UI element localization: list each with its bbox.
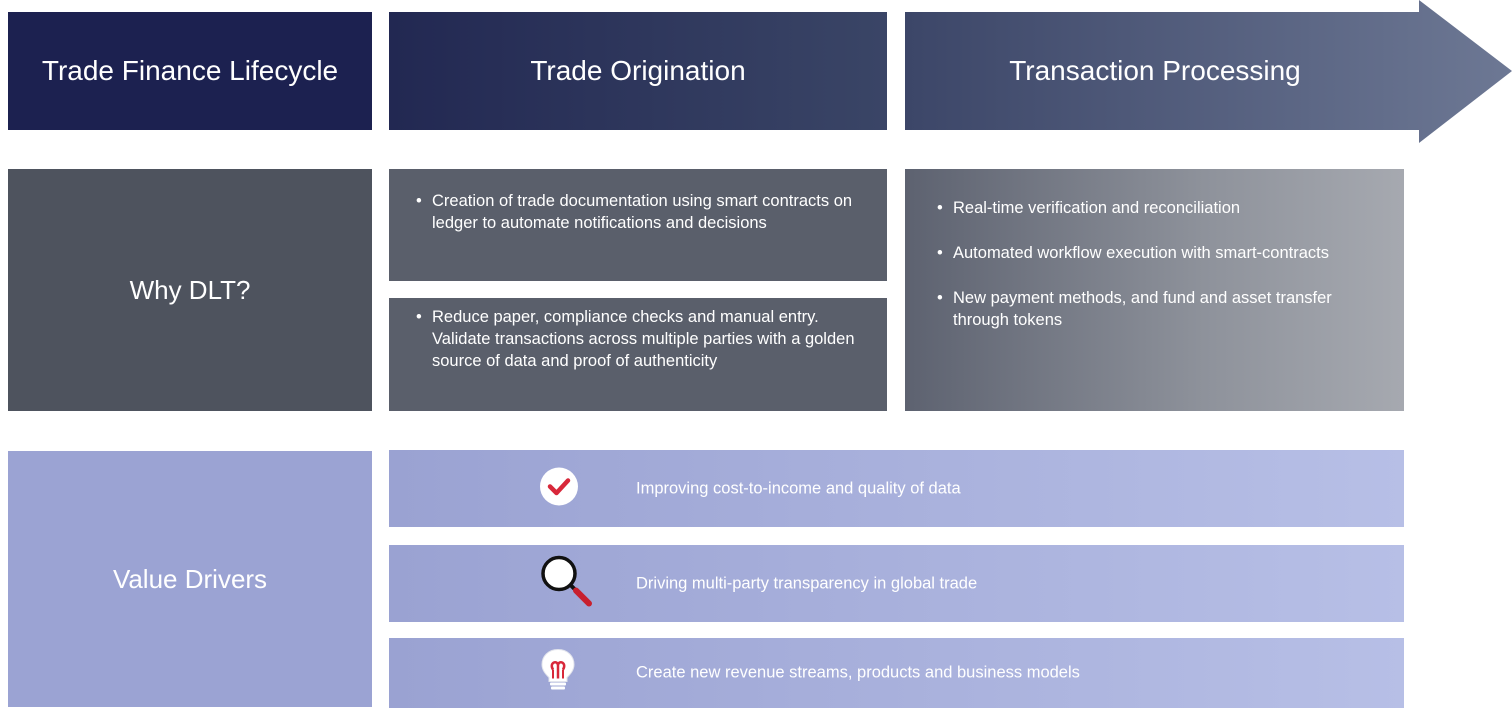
processing-header: Transaction Processing (1009, 55, 1301, 86)
value-driver-row: Create new revenue streams, products and… (389, 638, 1404, 708)
why-dlt-origination-cell-2: Reduce paper, compliance checks and manu… (389, 298, 887, 411)
magnifier-icon (539, 553, 595, 614)
why-dlt-processing-cell: Real-time verification and reconciliatio… (905, 169, 1404, 411)
why-dlt-label: Why DLT? (8, 169, 372, 411)
origination-header: Trade Origination (389, 12, 887, 130)
checkmark-icon (539, 466, 579, 511)
bullet-item: Creation of trade documentation using sm… (414, 190, 864, 234)
why-dlt-origination-cell-1: Creation of trade documentation using sm… (389, 169, 887, 281)
bullet-item: New payment methods, and fund and asset … (935, 287, 1385, 331)
arrow-shape (905, 0, 1512, 143)
bullet-item: Automated workflow execution with smart-… (935, 242, 1385, 264)
value-driver-row: Improving cost-to-income and quality of … (389, 450, 1404, 527)
value-driver-text: Create new revenue streams, products and… (636, 663, 1080, 682)
bullet-item: Reduce paper, compliance checks and manu… (414, 306, 864, 372)
bullet-item: Real-time verification and reconciliatio… (935, 197, 1385, 219)
value-driver-row: Driving multi-party transparency in glob… (389, 545, 1404, 622)
lightbulb-icon (539, 648, 577, 699)
value-drivers-label: Value Drivers (8, 451, 372, 707)
lifecycle-header: Trade Finance Lifecycle (8, 12, 372, 130)
value-driver-text: Driving multi-party transparency in glob… (636, 574, 978, 592)
value-driver-text: Improving cost-to-income and quality of … (636, 479, 961, 497)
processing-header-arrow: Transaction Processing (905, 0, 1512, 143)
